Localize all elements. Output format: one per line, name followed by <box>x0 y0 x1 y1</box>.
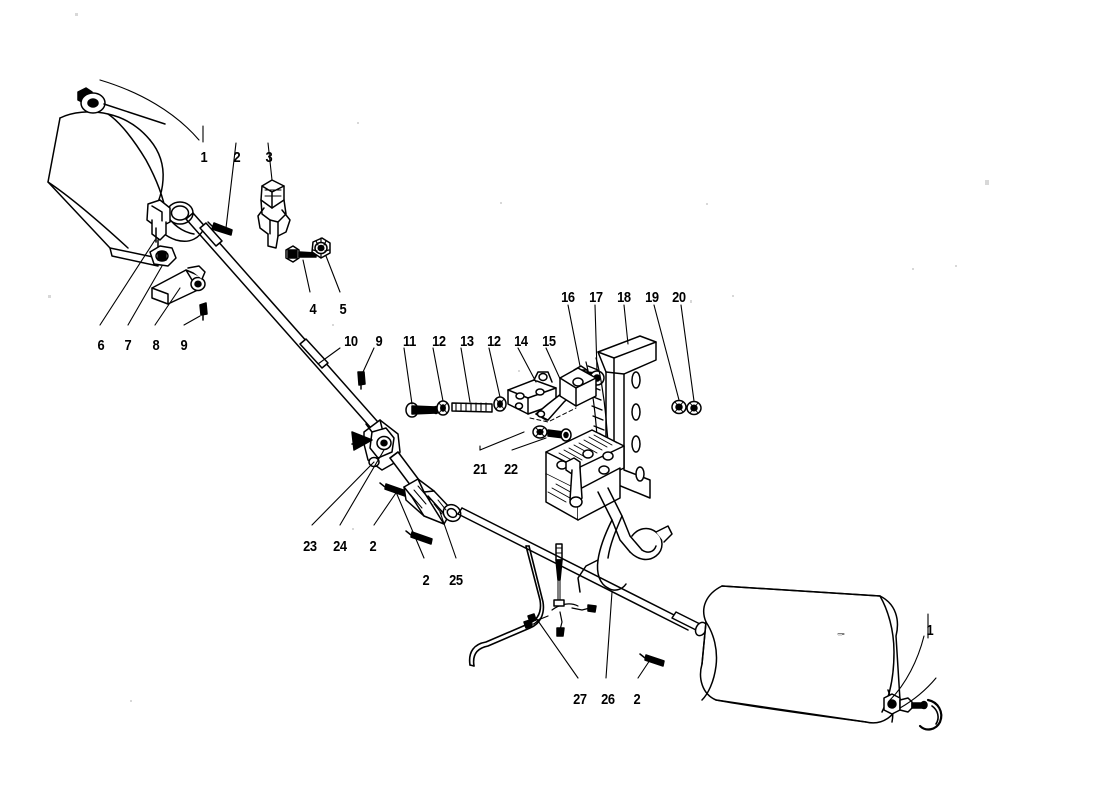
callout-1-top: 1 <box>200 149 208 166</box>
scan-speck <box>357 122 359 124</box>
callout-11: 11 <box>403 333 416 350</box>
callout-15: 15 <box>542 333 556 350</box>
callout-22: 22 <box>504 461 518 478</box>
castle-nut-part-5 <box>311 237 331 259</box>
control-knob-part-1 <box>77 87 166 125</box>
hex-bolt-part-4 <box>285 245 317 263</box>
callout-26: 26 <box>601 691 615 708</box>
callout-12-right: 12 <box>487 333 501 350</box>
callout-25: 25 <box>449 572 463 589</box>
split-pin-part-2-bottom <box>405 530 433 545</box>
bracket-support-part-6 <box>146 199 171 253</box>
callout-23: 23 <box>303 538 317 555</box>
threaded-stud-part-13 <box>451 402 493 413</box>
callout-2-rod: 2 <box>633 691 641 708</box>
lock-nut-part-19 <box>671 399 687 415</box>
callout-4: 4 <box>309 301 317 318</box>
pedal-arm-assembly <box>559 357 615 491</box>
callout-5: 5 <box>339 301 347 318</box>
callout-1-lower: 1 <box>926 622 934 639</box>
callout-21: 21 <box>473 461 487 478</box>
lock-nut-part-20 <box>686 400 702 416</box>
retaining-bolt-part-22 <box>547 428 572 442</box>
callout-10: 10 <box>344 333 358 350</box>
scan-speck <box>912 268 914 270</box>
scan-speck <box>985 180 989 185</box>
scan-speck <box>838 634 842 636</box>
callout-8: 8 <box>152 337 160 354</box>
callout-14: 14 <box>514 333 528 350</box>
lower-pedal-linkage <box>577 487 673 593</box>
callout-20: 20 <box>672 289 686 306</box>
hex-nut-part-7 <box>149 245 177 267</box>
scan-speck <box>690 300 692 303</box>
callout-19: 19 <box>645 289 659 306</box>
callout-12-left: 12 <box>432 333 446 350</box>
scan-speck <box>332 324 334 326</box>
scan-speck <box>352 528 354 530</box>
scan-speck <box>130 700 132 702</box>
callout-13: 13 <box>460 333 474 350</box>
return-spring-rod-part-27 <box>468 545 545 667</box>
callout-6: 6 <box>97 337 105 354</box>
washer-part-12-right <box>493 396 507 412</box>
callout-9-left: 9 <box>180 337 188 354</box>
pedal-base-block <box>545 429 625 521</box>
cotter-pin-part-9-middle <box>357 371 366 390</box>
callout-9-mid: 9 <box>375 333 383 350</box>
callout-2-mid: 2 <box>369 538 377 555</box>
callout-3: 3 <box>265 149 273 166</box>
scan-speck <box>955 265 957 267</box>
lever-arm-part-8 <box>151 265 206 305</box>
callout-2-lower: 2 <box>422 572 430 589</box>
air-cleaner-cylinder <box>699 585 901 724</box>
scan-speck <box>48 295 51 298</box>
spacer-washer-part-21 <box>532 425 548 439</box>
callout-2-top: 2 <box>233 149 241 166</box>
callout-27: 27 <box>573 691 587 708</box>
callout-17: 17 <box>589 289 603 306</box>
washer-part-12-left <box>436 400 450 416</box>
scan-speck <box>518 370 520 372</box>
scan-speck <box>500 202 502 204</box>
callout-16: 16 <box>561 289 575 306</box>
callout-18: 18 <box>617 289 631 306</box>
scan-speck <box>732 295 734 297</box>
cotter-pin-part-9-upper <box>199 302 208 321</box>
pivot-bracket-part-14 <box>507 371 557 415</box>
scan-speck <box>706 203 708 205</box>
split-pin-part-2-rod <box>639 653 665 667</box>
throttle-rod-part-26 <box>457 507 708 637</box>
callout-24: 24 <box>333 538 347 555</box>
scan-speck <box>75 13 78 16</box>
callout-7: 7 <box>124 337 132 354</box>
